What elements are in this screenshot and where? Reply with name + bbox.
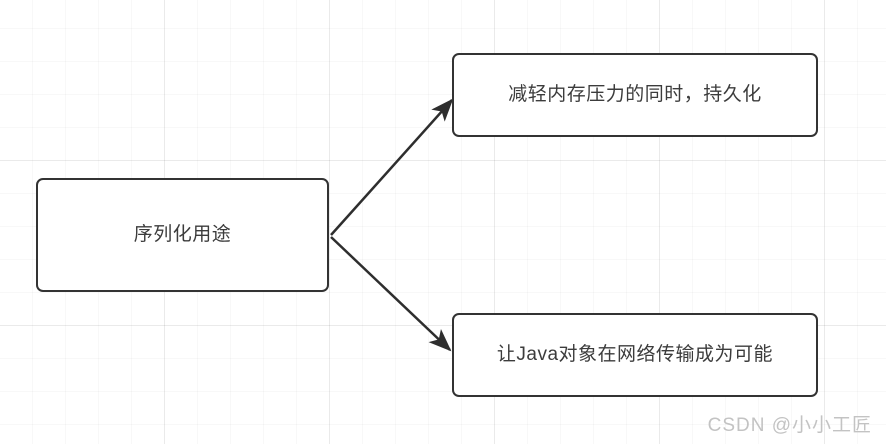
node-label: 让Java对象在网络传输成为可能: [496, 343, 774, 365]
node-java-object-network-transfer[interactable]: 让Java对象在网络传输成为可能: [452, 313, 818, 397]
edge-source-to-target-1: [330, 98, 454, 236]
node-serialization-purpose[interactable]: 序列化用途: [36, 178, 329, 292]
edge-source-to-target-2: [330, 236, 452, 352]
node-label: 序列化用途: [133, 223, 232, 245]
node-label: 减轻内存压力的同时，持久化: [508, 83, 762, 105]
node-reduce-memory-pressure-persistence[interactable]: 减轻内存压力的同时，持久化: [452, 53, 818, 137]
watermark: CSDN @小小工匠: [707, 415, 872, 436]
